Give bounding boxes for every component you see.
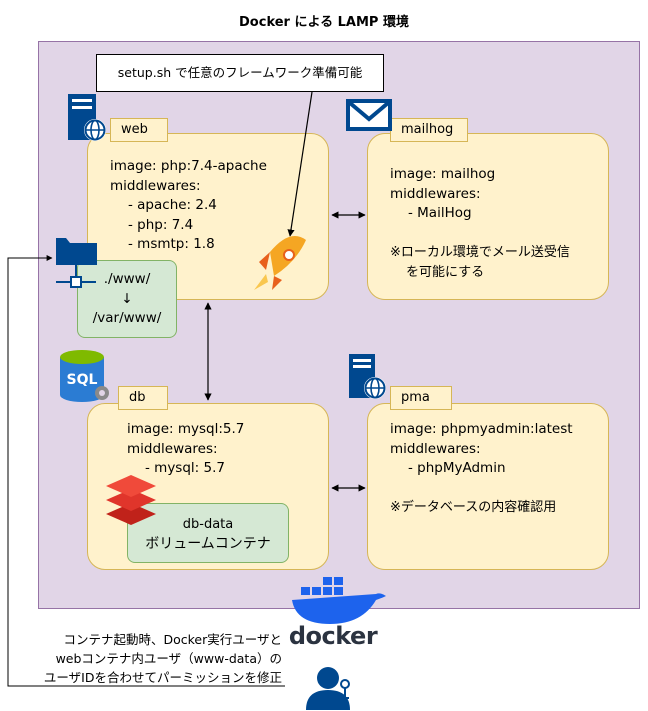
db-tag: db xyxy=(118,386,168,410)
db-image-line: image: mysql:5.7 xyxy=(127,421,245,437)
db-data-volume-box: db-data ボリュームコンテナ xyxy=(127,503,289,563)
web-tag: web xyxy=(110,118,168,142)
db-details: image: mysql:5.7 middlewares: - mysql: 5… xyxy=(127,420,244,479)
www-volume-host-path: ./www/ xyxy=(103,271,151,287)
mailhog-details: image: mailhog middlewares: - MailHog ※ロ… xyxy=(390,165,570,282)
db-mysql-line: - mysql: 5.7 xyxy=(145,460,225,476)
user-icon xyxy=(306,667,350,710)
db-data-volume-label: ボリュームコンテナ xyxy=(145,536,271,552)
mailhog-image-line: image: mailhog xyxy=(390,166,496,182)
sql-database-icon xyxy=(60,350,109,402)
callout-arrow xyxy=(287,91,313,237)
permission-note-line-2: webコンテナ内ユーザ（www-data）の xyxy=(55,651,282,666)
permission-note: コンテナ起動時、Docker実行ユーザと webコンテナ内ユーザ（www-dat… xyxy=(6,630,282,687)
shared-folder-icon xyxy=(56,238,97,288)
web-details: image: php:7.4-apache middlewares: - apa… xyxy=(110,157,267,255)
pma-middlewares-line: middlewares: xyxy=(390,440,481,457)
mailhog-middlewares-line: middlewares: xyxy=(390,185,481,202)
permission-note-line-1: コンテナ起動時、Docker実行ユーザと xyxy=(63,632,282,647)
pma-server-icon xyxy=(349,354,386,399)
rocket-icon xyxy=(254,236,306,290)
www-volume-arrow: ↓ xyxy=(121,291,133,307)
permission-note-line-3: ユーザIDを合わせてパーミッションを修正 xyxy=(43,670,282,685)
pma-container-card xyxy=(367,403,609,570)
setup-script-callout: setup.sh で任意のフレームワーク準備可能 xyxy=(96,54,384,92)
pma-note-line: ※データベースの内容確認用 xyxy=(390,500,557,515)
docker-logo-text: docker xyxy=(288,622,378,650)
permission-connector xyxy=(7,255,285,687)
web-image-line: image: php:7.4-apache xyxy=(110,158,267,174)
stack-layers-icon xyxy=(106,475,156,525)
www-volume-box: ./www/ ↓ /var/www/ xyxy=(77,260,177,338)
db-middlewares-line: middlewares: xyxy=(127,440,218,457)
db-data-volume-name: db-data xyxy=(182,517,234,532)
docker-whale-icon xyxy=(292,577,386,624)
pma-phpmyadmin-line: - phpMyAdmin xyxy=(408,460,506,476)
pma-tag: pma xyxy=(390,386,452,410)
web-apache-line: - apache: 2.4 xyxy=(128,197,217,213)
pma-image-line: image: phpmyadmin:latest xyxy=(390,421,573,437)
pma-details: image: phpmyadmin:latest middlewares: - … xyxy=(390,420,573,518)
mail-icon xyxy=(346,99,392,131)
sql-icon-label: SQL xyxy=(67,372,98,388)
mailhog-tag: mailhog xyxy=(390,118,468,142)
mailhog-note-line-1: ※ローカル環境でメール送受信 xyxy=(390,245,570,260)
web-php-line: - php: 7.4 xyxy=(128,216,194,233)
mailhog-container-card xyxy=(367,133,609,300)
mailhog-mailhog-line: - MailHog xyxy=(408,205,472,221)
web-middlewares-line: middlewares: xyxy=(110,177,201,194)
www-volume-container-path: /var/www/ xyxy=(92,310,162,326)
mailhog-note-line-2: を可能にする xyxy=(406,264,485,280)
web-msmtp-line: - msmtp: 1.8 xyxy=(128,236,215,252)
diagram-title: Docker による LAMP 環境 xyxy=(239,15,409,30)
web-server-icon xyxy=(68,94,106,141)
